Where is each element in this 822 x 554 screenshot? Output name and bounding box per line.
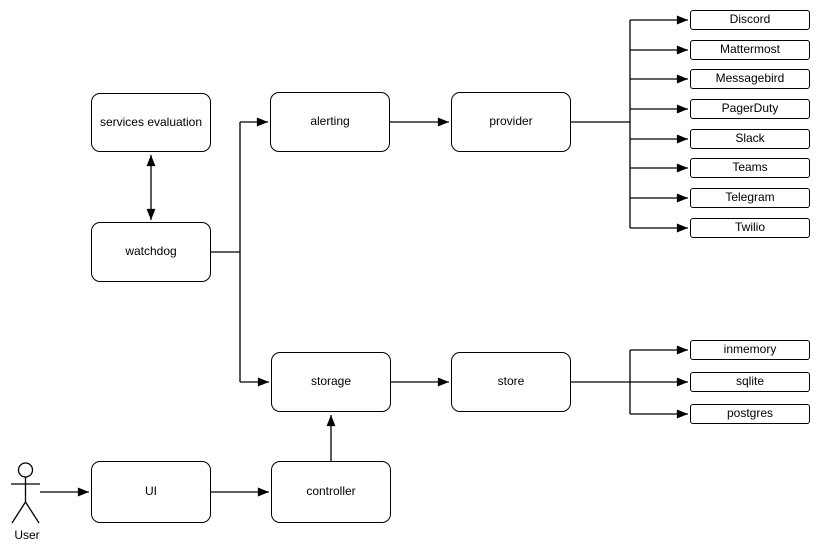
node-inmemory: inmemory <box>690 340 810 360</box>
node-watchdog: watchdog <box>91 222 211 282</box>
node-discord: Discord <box>690 10 810 30</box>
edge-provider-branch <box>571 20 631 228</box>
node-mattermost: Mattermost <box>690 40 810 60</box>
node-services-evaluation: services evaluation <box>91 93 211 152</box>
edge-watchdog-trunk <box>211 122 241 382</box>
node-teams: Teams <box>690 158 810 178</box>
node-slack: Slack <box>690 129 810 149</box>
node-sqlite: sqlite <box>690 372 810 392</box>
node-messagebird: Messagebird <box>690 69 810 89</box>
node-postgres: postgres <box>690 404 810 424</box>
node-store: store <box>451 352 571 412</box>
node-ui: UI <box>91 461 211 523</box>
node-controller: controller <box>271 461 391 523</box>
user-actor-label: User <box>14 528 40 542</box>
node-pagerduty: PagerDuty <box>690 99 810 119</box>
node-provider: provider <box>451 92 571 152</box>
node-alerting: alerting <box>270 92 390 152</box>
user-actor-icon <box>11 462 40 524</box>
node-twilio: Twilio <box>690 218 810 238</box>
node-telegram: Telegram <box>690 188 810 208</box>
edge-store-branch <box>571 350 631 414</box>
node-storage: storage <box>271 352 391 412</box>
